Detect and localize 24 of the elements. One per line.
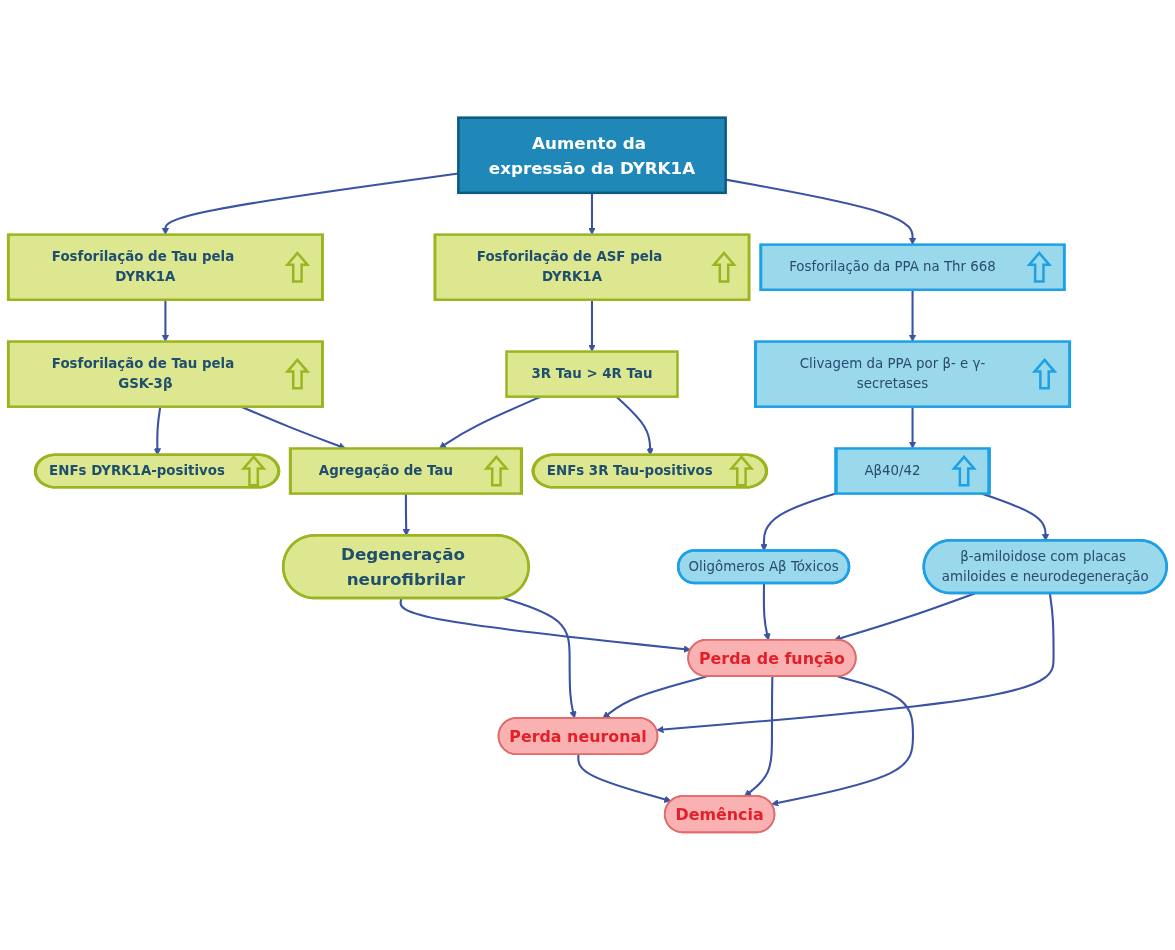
arrow	[602, 675, 707, 719]
arrow	[399, 598, 691, 653]
arrow	[744, 676, 774, 797]
node-box: Aβ40/42	[834, 446, 991, 496]
node-box: Fosforilação de Tau pela GSK-3β	[7, 340, 324, 409]
arrow	[771, 675, 914, 807]
arrow	[161, 172, 459, 235]
node-box: Fosforilação da PPA na Thr 668	[759, 243, 1066, 292]
node-box: Fosforilação de ASF pela DYRK1A	[433, 233, 751, 302]
arrow	[725, 178, 917, 245]
node-box: Clivagem da PPA por β- e γ-secretases	[754, 340, 1071, 409]
node-box: Agregação de Tau	[288, 447, 523, 495]
arrow	[161, 299, 170, 342]
arrow	[502, 596, 577, 719]
arrow	[588, 299, 596, 352]
node-box: Aumento da expressão da DYRK1A	[457, 116, 727, 195]
arrow	[577, 754, 672, 803]
arrow	[588, 192, 596, 235]
arrow	[762, 583, 771, 641]
arrow	[656, 593, 1055, 734]
arrow	[908, 406, 917, 449]
node-box: 3R Tau > 4R Tau	[505, 350, 679, 398]
node-box: Fosforilação de Tau pela DYRK1A	[7, 233, 324, 302]
arrow	[908, 289, 917, 342]
